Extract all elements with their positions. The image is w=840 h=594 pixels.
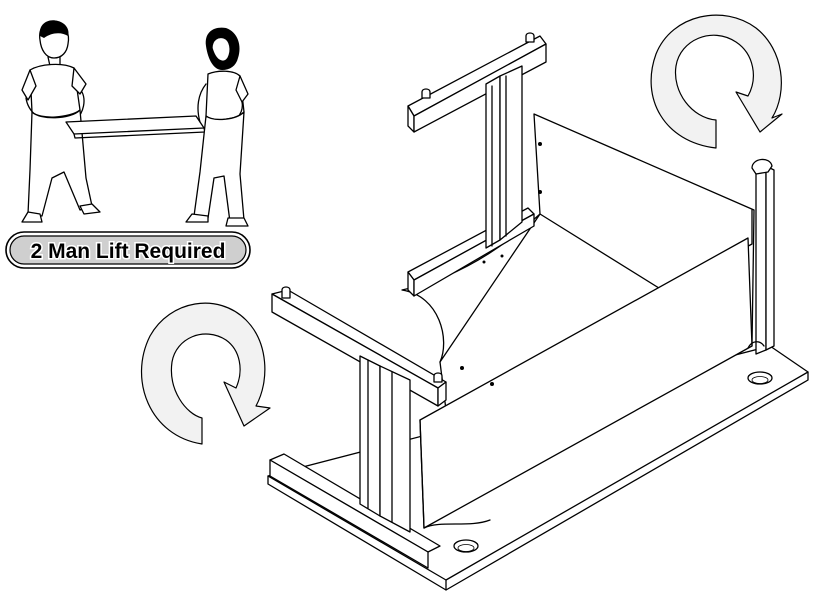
grommet-hole	[747, 371, 773, 385]
woman-figure	[185, 27, 249, 227]
carried-board	[65, 115, 205, 135]
leg-column	[359, 355, 381, 517]
lift-label-badge: 2 Man Lift Required	[5, 231, 251, 269]
grommet-hole	[453, 539, 479, 553]
rotate-arrow-icon	[650, 14, 783, 149]
two-person-lift-icon: 2 Man Lift Required	[5, 20, 251, 269]
lift-required-label: 2 Man Lift Required	[31, 240, 226, 263]
corner-post	[755, 165, 767, 355]
leg-crossbar	[407, 35, 547, 117]
leg-column	[485, 75, 501, 249]
leg-crossbar	[271, 289, 447, 389]
man-figure	[21, 20, 101, 223]
desk-assembly	[267, 32, 809, 591]
rotate-arrow-icon	[141, 302, 271, 445]
